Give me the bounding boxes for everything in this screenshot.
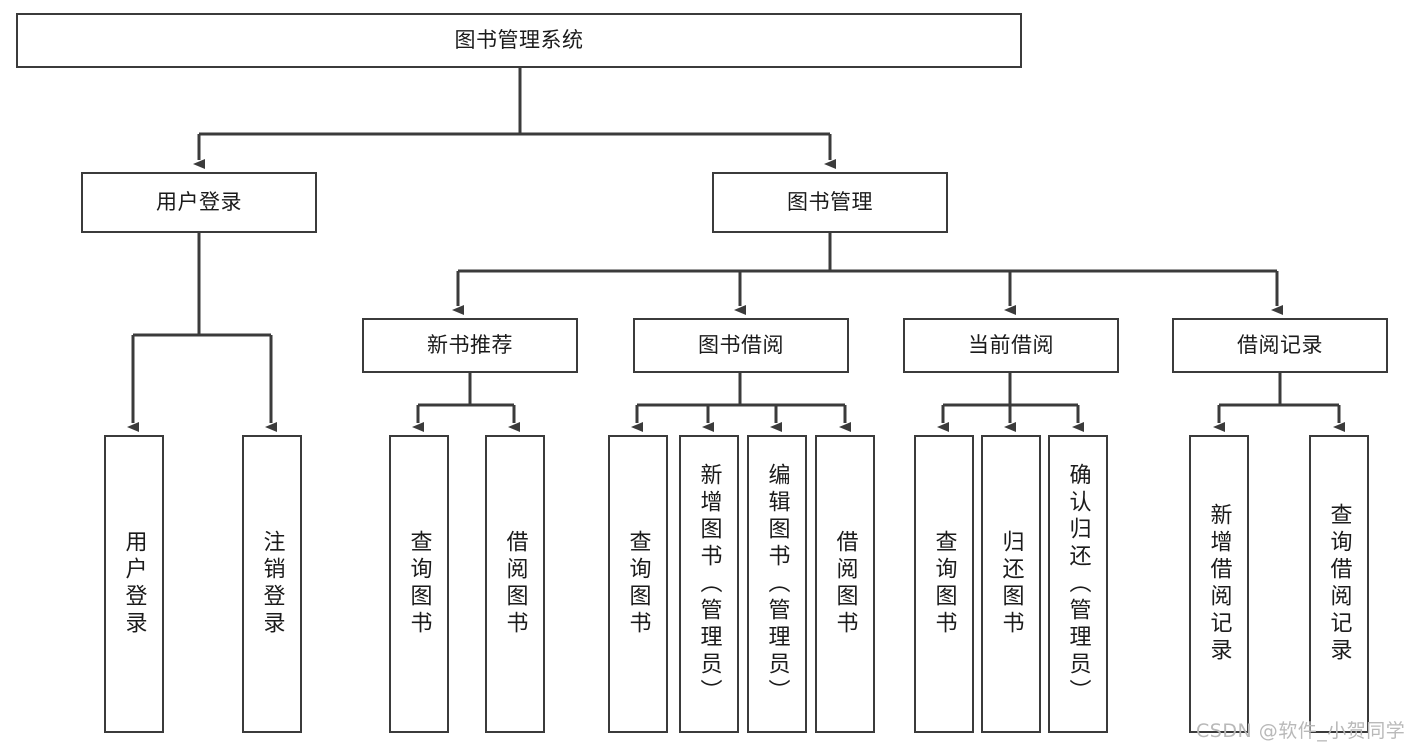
node-leaf-return-book-label: 归还图书 (998, 530, 1024, 638)
node-leaf-query-book-borrow-label: 查询图书 (625, 530, 651, 638)
node-borrow-record-label: 借阅记录 (1237, 332, 1323, 357)
node-leaf-edit-book[interactable]: 编辑图书（管理员） (747, 435, 807, 733)
node-new-book-rec[interactable]: 新书推荐 (362, 318, 578, 373)
node-leaf-confirm-return[interactable]: 确认归还（管理员） (1048, 435, 1108, 733)
node-leaf-query-book-rec-label: 查询图书 (406, 530, 432, 638)
node-leaf-query-book-rec[interactable]: 查询图书 (389, 435, 449, 733)
node-leaf-user-logout-label: 注销登录 (259, 530, 285, 638)
node-new-book-rec-label: 新书推荐 (427, 332, 513, 357)
node-leaf-query-book-borrow[interactable]: 查询图书 (608, 435, 668, 733)
node-leaf-borrow-book-rec-label: 借阅图书 (502, 530, 528, 638)
node-book-manage-label: 图书管理 (787, 189, 873, 214)
node-leaf-query-book-cur-label: 查询图书 (931, 530, 957, 638)
node-book-borrow-label: 图书借阅 (698, 332, 784, 357)
node-book-borrow[interactable]: 图书借阅 (633, 318, 849, 373)
node-book-manage[interactable]: 图书管理 (712, 172, 948, 233)
node-leaf-user-login[interactable]: 用户登录 (104, 435, 164, 733)
node-leaf-query-record[interactable]: 查询借阅记录 (1309, 435, 1369, 733)
node-leaf-borrow-book-label: 借阅图书 (832, 530, 858, 638)
node-current-borrow[interactable]: 当前借阅 (903, 318, 1119, 373)
node-leaf-return-book[interactable]: 归还图书 (981, 435, 1041, 733)
node-leaf-confirm-return-label: 确认归还（管理员） (1065, 462, 1091, 706)
node-leaf-add-record[interactable]: 新增借阅记录 (1189, 435, 1249, 733)
node-leaf-borrow-book[interactable]: 借阅图书 (815, 435, 875, 733)
node-current-borrow-label: 当前借阅 (968, 332, 1054, 357)
node-leaf-add-record-label: 新增借阅记录 (1206, 503, 1232, 665)
node-leaf-user-login-label: 用户登录 (121, 530, 147, 638)
node-leaf-edit-book-label: 编辑图书（管理员） (764, 462, 790, 706)
node-root[interactable]: 图书管理系统 (16, 13, 1022, 68)
node-leaf-query-record-label: 查询借阅记录 (1326, 503, 1352, 665)
node-user-login[interactable]: 用户登录 (81, 172, 317, 233)
node-leaf-query-book-cur[interactable]: 查询图书 (914, 435, 974, 733)
node-borrow-record[interactable]: 借阅记录 (1172, 318, 1388, 373)
node-root-label: 图书管理系统 (454, 27, 584, 52)
node-leaf-user-logout[interactable]: 注销登录 (242, 435, 302, 733)
node-leaf-borrow-book-rec[interactable]: 借阅图书 (485, 435, 545, 733)
node-user-login-label: 用户登录 (156, 189, 242, 214)
node-leaf-add-book[interactable]: 新增图书（管理员） (679, 435, 739, 733)
node-leaf-add-book-label: 新增图书（管理员） (696, 462, 722, 706)
